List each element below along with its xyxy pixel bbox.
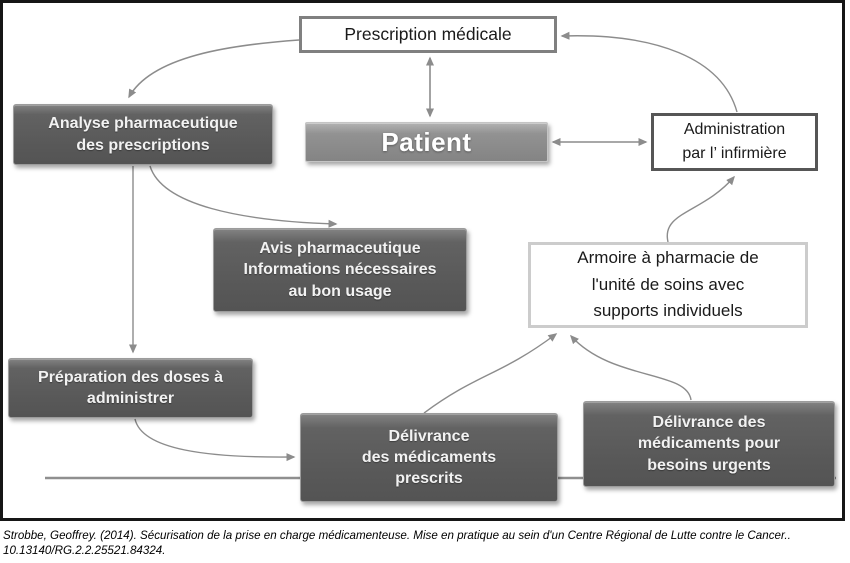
node-label-line: l'unité de soins avec (591, 274, 745, 294)
node-label-line: Délivrance (388, 427, 470, 445)
node-label-line: besoins urgents (647, 456, 771, 474)
arrow-armoire-to-administration (666, 175, 735, 243)
node-preparation-doses: Préparation des doses à administrer (8, 358, 253, 418)
node-label-line: par l’ infirmière (682, 145, 787, 162)
node-label: Prescription médicale (344, 23, 512, 44)
arrow-administration-to-prescription (560, 31, 738, 113)
node-label-line: supports individuels (593, 301, 743, 321)
node-label-line: Armoire à pharmacie de (577, 248, 759, 268)
citation-text: Strobbe, Geoffrey. (2014). Sécurisation … (3, 529, 847, 559)
node-label-line: Délivrance des (652, 414, 766, 432)
node-label: Patient (381, 126, 472, 157)
node-administration-infirmiere: Administration par l’ infirmière (651, 113, 818, 171)
node-label-line: administrer (86, 390, 175, 407)
node-label-line: Informations nécessaires (243, 261, 437, 279)
node-label-line: Analyse pharmaceutique (48, 115, 238, 133)
arrow-prescription-to-analyse (128, 39, 300, 99)
node-prescription-medicale: Prescription médicale (299, 16, 557, 53)
citation-line-1: Strobbe, Geoffrey. (2014). Sécurisation … (3, 529, 791, 542)
citation-line-2: 10.13140/RG.2.2.25521.84324. (3, 543, 166, 557)
node-analyse-pharmaceutique: Analyse pharmaceutique des prescriptions (13, 104, 273, 165)
arrow-urgents-to-armoire (569, 334, 692, 401)
node-label-line: Administration (683, 121, 786, 138)
node-label-line: des médicaments (361, 448, 497, 466)
node-label-line: des prescriptions (76, 136, 210, 154)
node-label-line: prescrits (395, 470, 463, 488)
node-patient: Patient (305, 122, 548, 162)
node-label-line: Préparation des doses à (38, 368, 223, 386)
arrow-preparation-to-delivrance (134, 418, 296, 462)
arrow-delivrance-to-armoire (423, 333, 558, 414)
node-label-line: au bon usage (288, 282, 392, 300)
node-label-line: médicaments pour (637, 435, 781, 453)
arrow-analyse-to-avis (149, 165, 338, 228)
node-delivrance-prescrits: Délivrance des médicaments prescrits (300, 413, 558, 502)
node-delivrance-besoins-urgents: Délivrance des médicaments pour besoins … (583, 401, 835, 487)
node-avis-pharmaceutique: Avis pharmaceutique Informations nécessa… (213, 228, 467, 312)
node-label-line: Avis pharmaceutique (259, 240, 421, 258)
node-armoire-pharmacie: Armoire à pharmacie de l'unité de soins … (528, 242, 808, 328)
